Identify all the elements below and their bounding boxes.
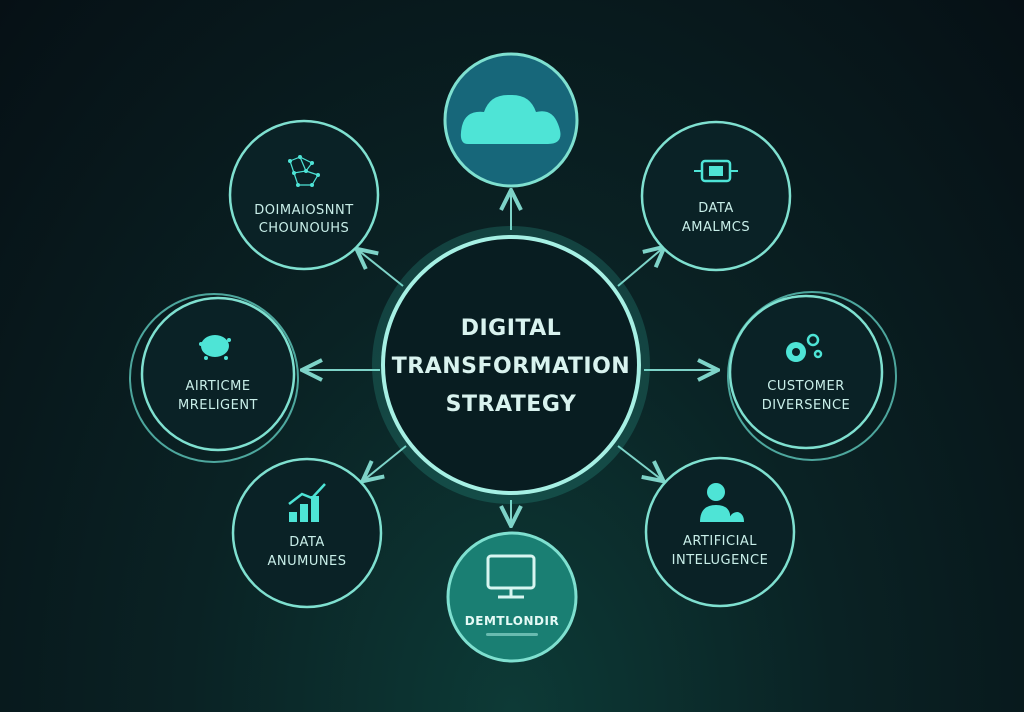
gears-icon [786, 333, 823, 362]
node-bottom-left-line-2: ANUMUNES [267, 554, 346, 569]
node-right-line-1: CUSTOMER [767, 379, 844, 394]
node-top-right: DATA AMALMCS [640, 120, 792, 272]
center-title-line-3: STRATEGY [446, 392, 577, 417]
user-icon [700, 483, 744, 522]
node-right: CUSTOMER DIVERSENCE [727, 291, 897, 461]
connector-arrows [304, 192, 716, 524]
node-top-right-line-2: AMALMCS [682, 220, 750, 235]
arrow-top-left [358, 250, 404, 287]
node-top [443, 52, 579, 188]
node-top-right-line-1: DATA [698, 201, 734, 216]
node-bottom-right: ARTIFICIAL INTELUGENCE [644, 456, 796, 608]
node-left-line-2: MRELIGENT [178, 398, 258, 413]
arrow-bottom-right [617, 445, 662, 480]
node-top-left: DOIMAIOSNNT CHOUNOUHS [228, 119, 380, 271]
center-title-line-1: DIGITAL [461, 316, 562, 341]
node-top-left-line-1: DOIMAIOSNNT [254, 203, 353, 218]
node-bottom-line-1: DEMTLONDIR [465, 614, 559, 628]
node-bottom-right-line-2: INTELUGENCE [672, 553, 769, 568]
node-bottom-right-line-1: ARTIFICIAL [683, 534, 757, 549]
bar-chart-icon [288, 483, 326, 522]
node-bottom-left-line-1: DATA [289, 535, 325, 550]
node-top-left-line-2: CHOUNOUHS [259, 221, 350, 236]
cloud-icon [460, 94, 561, 144]
node-bottom-subtext-placeholder [486, 633, 538, 636]
arrow-bottom-left [364, 445, 407, 480]
arrow-top-right [617, 248, 663, 287]
center-node: DIGITAL TRANSFORMATION STRATEGY [372, 226, 650, 504]
brain-icon [199, 335, 231, 360]
network-icon [288, 155, 320, 187]
chip-icon [694, 159, 738, 183]
monitor-icon [486, 554, 536, 599]
node-right-line-2: DIVERSENCE [762, 398, 850, 413]
node-left: AIRTICME MRELIGENT [129, 293, 299, 463]
node-bottom: DEMTLONDIR [446, 531, 578, 663]
center-title-line-2: TRANSFORMATION [392, 354, 630, 379]
node-bottom-left: DATA ANUMUNES [231, 457, 383, 609]
node-left-line-1: AIRTICME [185, 379, 250, 394]
